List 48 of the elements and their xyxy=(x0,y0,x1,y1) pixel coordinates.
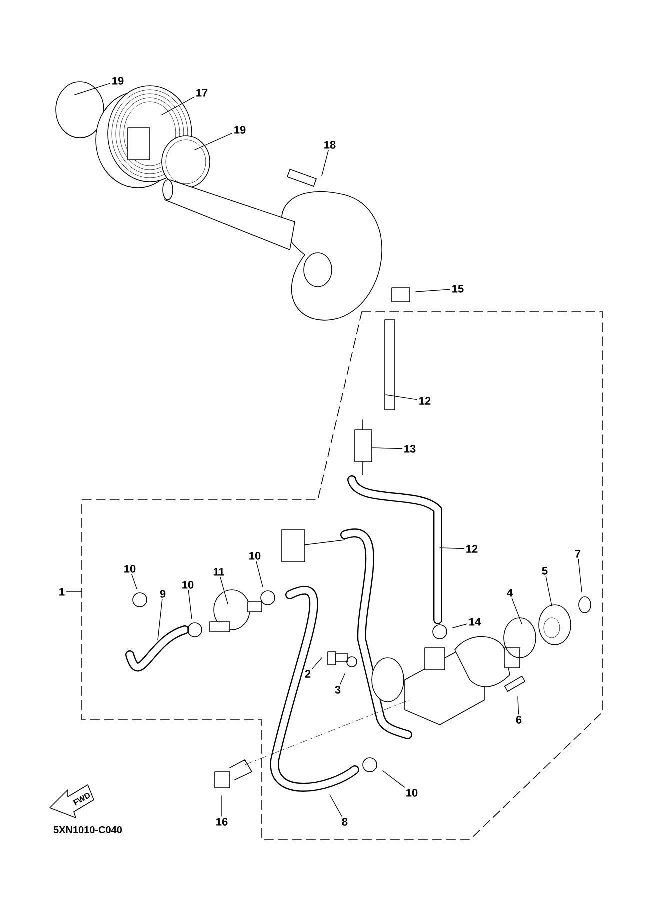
callout-number: 12 xyxy=(466,545,478,553)
callout-number: 17 xyxy=(196,89,208,97)
callout-number: 10 xyxy=(182,581,194,589)
leader-line xyxy=(188,590,192,620)
leader-line xyxy=(194,133,233,150)
callout-number: 14 xyxy=(470,618,482,626)
leader-line xyxy=(74,83,111,96)
leader-line xyxy=(382,770,405,788)
leader-line xyxy=(452,624,468,628)
callout-number: 10 xyxy=(124,565,136,573)
callout-number: 18 xyxy=(324,141,336,149)
leader-line xyxy=(340,674,346,685)
callout-number: 8 xyxy=(342,818,348,826)
leader-line xyxy=(416,289,451,292)
part-code: 5XN1010-C040 xyxy=(54,826,122,834)
leader-line xyxy=(256,561,264,588)
leader-line xyxy=(220,577,228,604)
leader-line xyxy=(162,96,195,116)
leader-line xyxy=(330,794,342,817)
callout-number: 10 xyxy=(250,552,261,560)
leader-line xyxy=(518,696,520,715)
callout-number: 19 xyxy=(234,126,246,134)
leader-line xyxy=(312,658,322,669)
leader-line xyxy=(322,150,329,176)
callout-number: 11 xyxy=(214,568,224,576)
callout-number: 4 xyxy=(507,589,513,597)
callout-number: 15 xyxy=(452,285,464,293)
leader-line xyxy=(158,599,163,640)
callout-number: 19 xyxy=(112,77,124,85)
callout-number: 9 xyxy=(160,590,166,598)
callout-number: 1 xyxy=(60,588,65,596)
leader-line xyxy=(440,548,465,550)
leader-line xyxy=(386,394,418,400)
leader-line xyxy=(546,576,552,606)
callout-number: 12 xyxy=(420,397,431,405)
callout-number: 7 xyxy=(575,550,581,558)
callout-number: 2 xyxy=(305,670,311,678)
leader-line xyxy=(512,598,522,624)
direction-label: FWD xyxy=(73,793,90,806)
callout-number: 16 xyxy=(216,818,228,826)
leader-line xyxy=(578,559,582,592)
callout-number: 6 xyxy=(516,716,522,724)
callout-number: 10 xyxy=(406,789,418,797)
callout-number: 3 xyxy=(335,686,341,694)
leader-line xyxy=(372,448,403,450)
callout-number: 5 xyxy=(542,567,548,575)
callout-number: 13 xyxy=(404,445,416,453)
leader-line xyxy=(132,574,138,590)
